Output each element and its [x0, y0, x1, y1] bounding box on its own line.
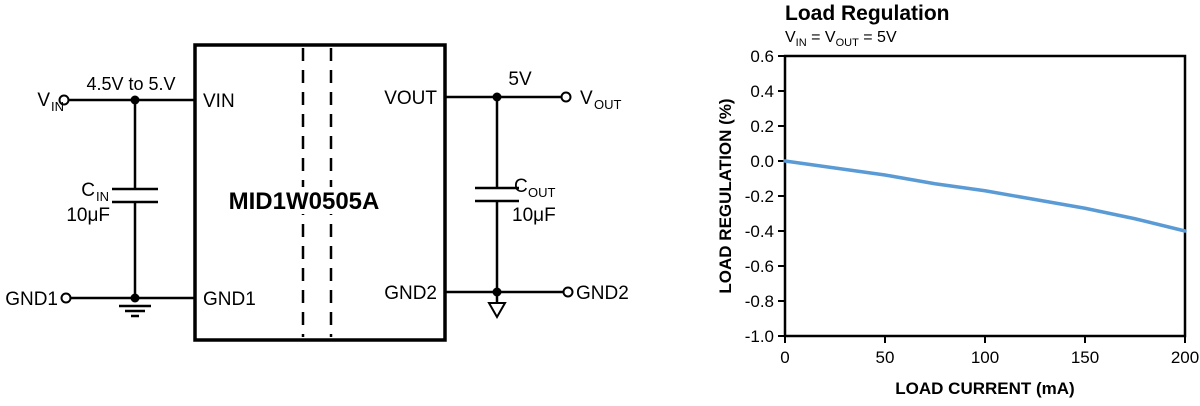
junction-dot — [130, 95, 140, 105]
vin-terminal — [58, 94, 70, 106]
subtitle-part: = 5V — [858, 29, 897, 46]
y-tick-label: -0.2 — [745, 187, 774, 206]
cout-value: 10μF — [512, 205, 556, 226]
input-range-label: 4.5V to 5.V — [86, 74, 175, 94]
subtitle-part: V — [785, 29, 796, 46]
part-number: MID1W0505A — [229, 188, 380, 215]
plot-area: 0.6 0.4 0.2 0.0 -0.2 -0.4 -0.6 -0.8 -1.0 0 50 100 15… — [745, 47, 1199, 367]
subtitle-sub: IN — [795, 37, 807, 50]
x-tick-label: 50 — [876, 348, 895, 367]
x-axis-title: LOAD CURRENT (mA) — [895, 379, 1074, 398]
gnd1-terminal — [60, 292, 72, 304]
load-regulation-line — [783, 159, 1187, 233]
junction-dot — [492, 287, 502, 297]
vout-terminal-label-sub: OUT — [594, 97, 622, 112]
y-tick-label: 0.6 — [750, 47, 774, 66]
pin-gnd1-label: GND1 — [203, 289, 256, 310]
part-number-backdrop — [204, 187, 404, 214]
pin-vin-label: VIN — [203, 91, 235, 112]
subtitle-part: = V — [806, 29, 836, 46]
junction-dot — [492, 92, 502, 102]
gnd2-terminal-label: GND2 — [576, 283, 629, 304]
y-tick-label: -1.0 — [745, 327, 774, 346]
pin-gnd2-label: GND2 — [384, 283, 437, 304]
cin-label-sub: IN — [96, 189, 109, 204]
cin-label: C — [81, 180, 95, 201]
vout-terminal-label: V — [580, 88, 593, 109]
x-tick-label: 0 — [780, 348, 789, 367]
y-axis-title: LOAD REGULATION (%) — [716, 98, 735, 293]
gnd1-terminal-label: GND1 — [5, 289, 58, 310]
y-tick-label: 0.4 — [750, 82, 774, 101]
pin-vout-label: VOUT — [384, 88, 437, 109]
x-tick-label: 100 — [971, 348, 999, 367]
load-regulation-chart: Load Regulation VIN = VOUT = 5V LOAD REG… — [715, 0, 1200, 406]
junction-dot — [130, 293, 140, 303]
y-tick-label: -0.8 — [745, 292, 774, 311]
x-tick-label: 150 — [1071, 348, 1099, 367]
cout-label: C — [514, 176, 528, 197]
vin-terminal-label-sub: IN — [51, 99, 64, 114]
subtitle-sub: OUT — [835, 37, 859, 50]
y-tick-label: -0.6 — [745, 257, 774, 276]
y-tick-label: 0.2 — [750, 117, 774, 136]
chart-subtitle: VIN = VOUT = 5V — [785, 29, 897, 49]
vin-terminal-label: V — [37, 90, 50, 111]
gnd2-terminal — [562, 286, 574, 298]
arrow-ground-icon — [487, 302, 507, 320]
y-tick-label: -0.4 — [745, 222, 774, 241]
x-tick-label: 200 — [1171, 348, 1199, 367]
vout-terminal — [560, 91, 572, 103]
cin-value: 10μF — [66, 205, 110, 226]
schematic-svg: V IN 4.5V to 5.V VIN GND1 VOUT GND2 MID1… — [5, 43, 629, 342]
junction-dots — [130, 92, 502, 303]
typical-application-circuit: V IN 4.5V to 5.V VIN GND1 VOUT GND2 MID1… — [5, 43, 629, 342]
terminals — [58, 91, 574, 304]
cout-label-sub: OUT — [528, 185, 556, 200]
output-voltage-label: 5V — [508, 69, 532, 90]
chart-svg: LOAD REGULATION (%) LOAD CURRENT (mA) 0.… — [716, 47, 1199, 398]
y-tick-label: 0.0 — [750, 152, 774, 171]
plot-frame — [783, 54, 1187, 338]
chart-title: Load Regulation — [785, 2, 950, 25]
